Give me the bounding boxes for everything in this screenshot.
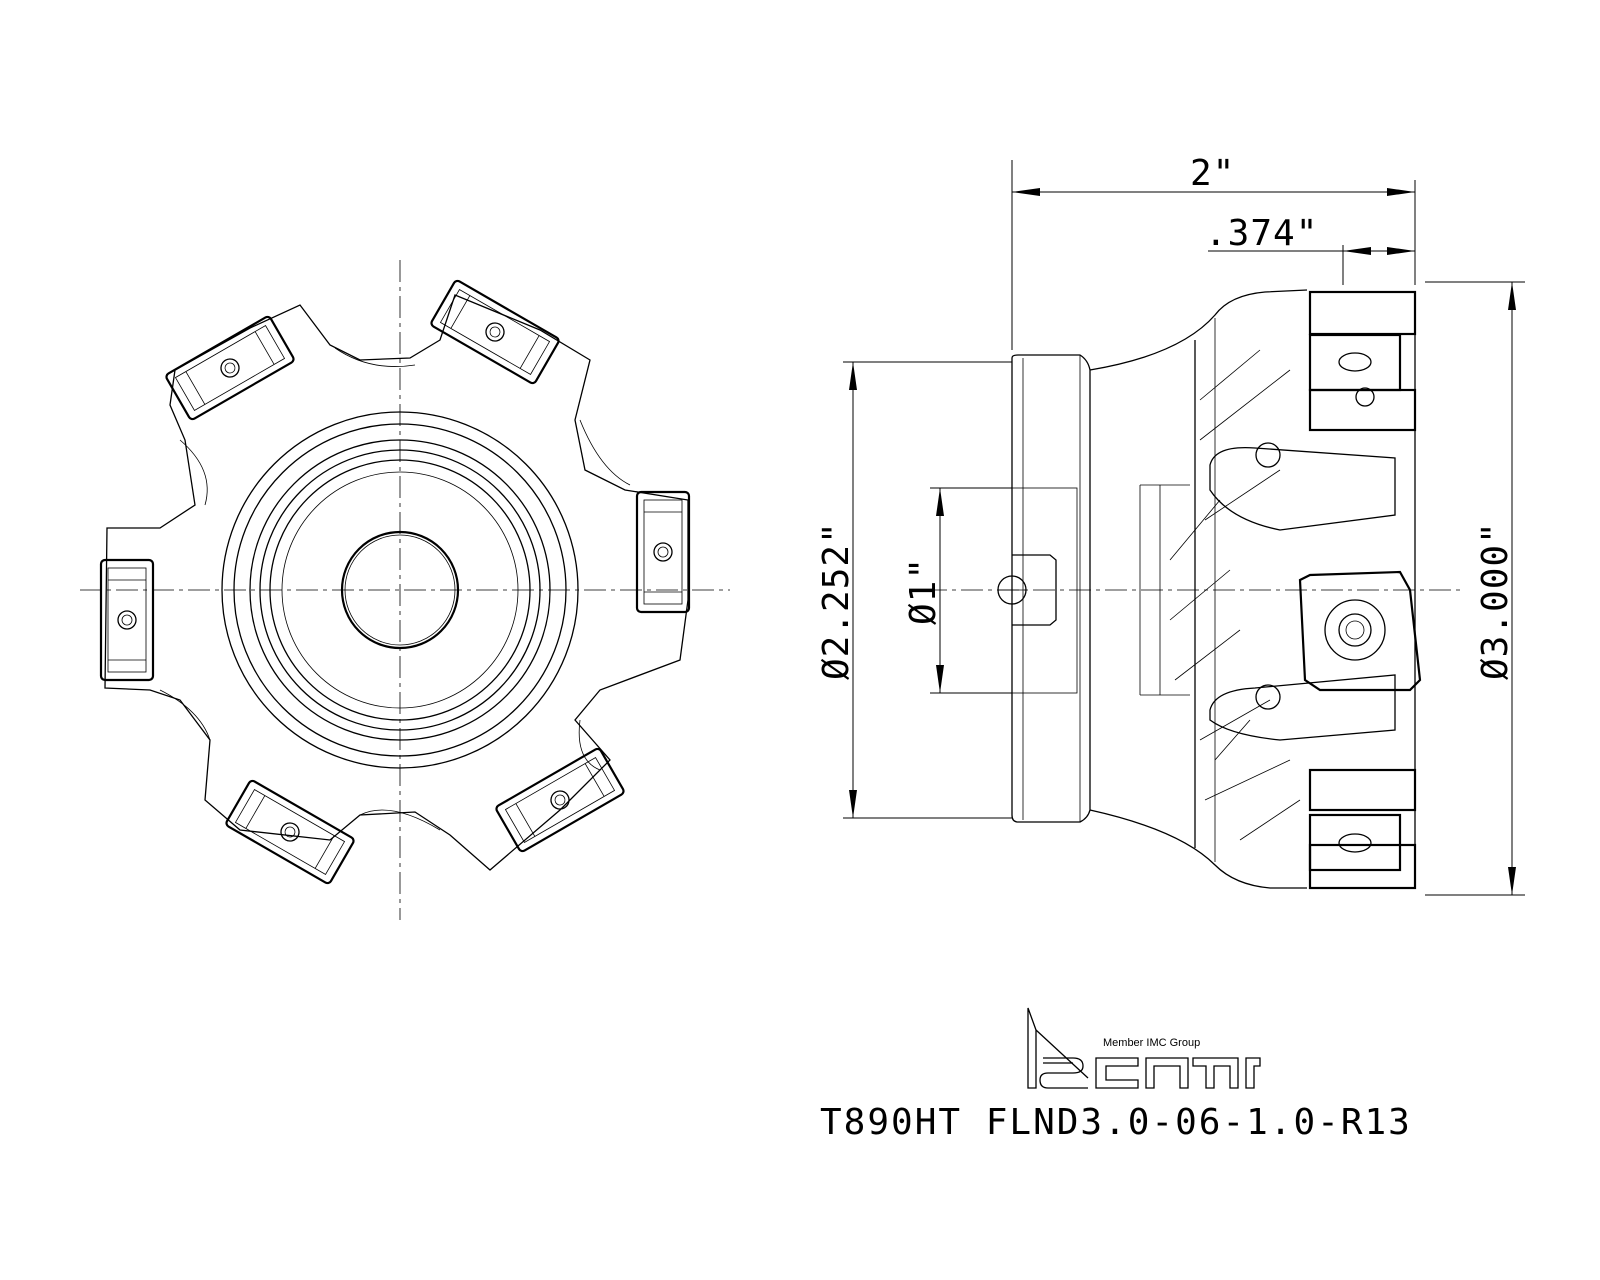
coolant-hole-upper	[1255, 442, 1281, 468]
bore-circle	[340, 530, 460, 650]
neck-top	[1089, 289, 1308, 371]
neck-bottom	[1089, 809, 1307, 889]
dimensions: 2" .374" Ø2.252" Ø1" Ø3.000"	[816, 153, 1525, 896]
insert-2	[430, 279, 560, 385]
flute-arc-6	[159, 689, 211, 741]
arrow-length-right	[1387, 188, 1415, 196]
arrow-cut-top	[1508, 282, 1516, 310]
side-insert-middle	[1298, 570, 1422, 692]
body-ring-4	[259, 449, 541, 731]
body-ring-outer	[221, 411, 579, 769]
insert-1	[165, 315, 295, 421]
body-ring-2	[233, 423, 567, 757]
arrow-body-top	[849, 362, 857, 390]
arrow-projection-left	[1343, 247, 1371, 255]
flute-arc-4	[578, 719, 601, 771]
gullet-upper	[1209, 446, 1396, 531]
arrow-body-bottom	[849, 790, 857, 818]
bore-hidden	[1011, 487, 1078, 694]
logo-tagline: Member IMC Group	[1103, 1037, 1200, 1049]
flute-arc-5	[359, 809, 441, 831]
arrow-cut-bottom	[1508, 867, 1516, 895]
arrow-bore-bottom	[936, 665, 944, 693]
gullet-lower	[1209, 674, 1396, 741]
body-ring-3	[249, 439, 551, 741]
arrow-projection-right	[1387, 247, 1415, 255]
shank-outline	[1011, 354, 1091, 823]
keyway-notch	[1012, 554, 1057, 626]
flute-arc-1	[179, 439, 208, 506]
dim-text-projection: .374"	[1205, 213, 1318, 254]
dim-text-bore-diameter: Ø1"	[903, 557, 944, 625]
dim-text-cutting-diameter: Ø3.000"	[1475, 521, 1516, 680]
cutter-body-outline	[104, 294, 689, 871]
bore-circle-inner	[344, 534, 456, 646]
insert-5	[225, 779, 355, 885]
flute-shading	[1169, 349, 1301, 841]
dim-text-body-diameter: Ø2.252"	[816, 521, 857, 680]
flute-arc-2	[334, 347, 416, 367]
body-ring-6	[281, 471, 519, 709]
side-view	[925, 289, 1460, 890]
coolant-hole-lower	[1255, 684, 1281, 710]
flute-arc-3	[579, 419, 631, 486]
part-number: T890HT FLND3.0-06-1.0-R13	[820, 1102, 1412, 1143]
insert-4	[495, 747, 625, 853]
body-ring-5	[269, 459, 531, 721]
iscar-logo: Member IMC Group	[1027, 1007, 1261, 1089]
side-insert-bottom	[1308, 768, 1417, 890]
insert-6	[99, 558, 155, 682]
insert-3	[635, 490, 691, 614]
dim-text-length: 2"	[1190, 153, 1235, 194]
side-insert-top	[1308, 290, 1417, 432]
front-view	[80, 260, 730, 920]
arrow-length-left	[1012, 188, 1040, 196]
arrow-bore-top	[936, 488, 944, 516]
